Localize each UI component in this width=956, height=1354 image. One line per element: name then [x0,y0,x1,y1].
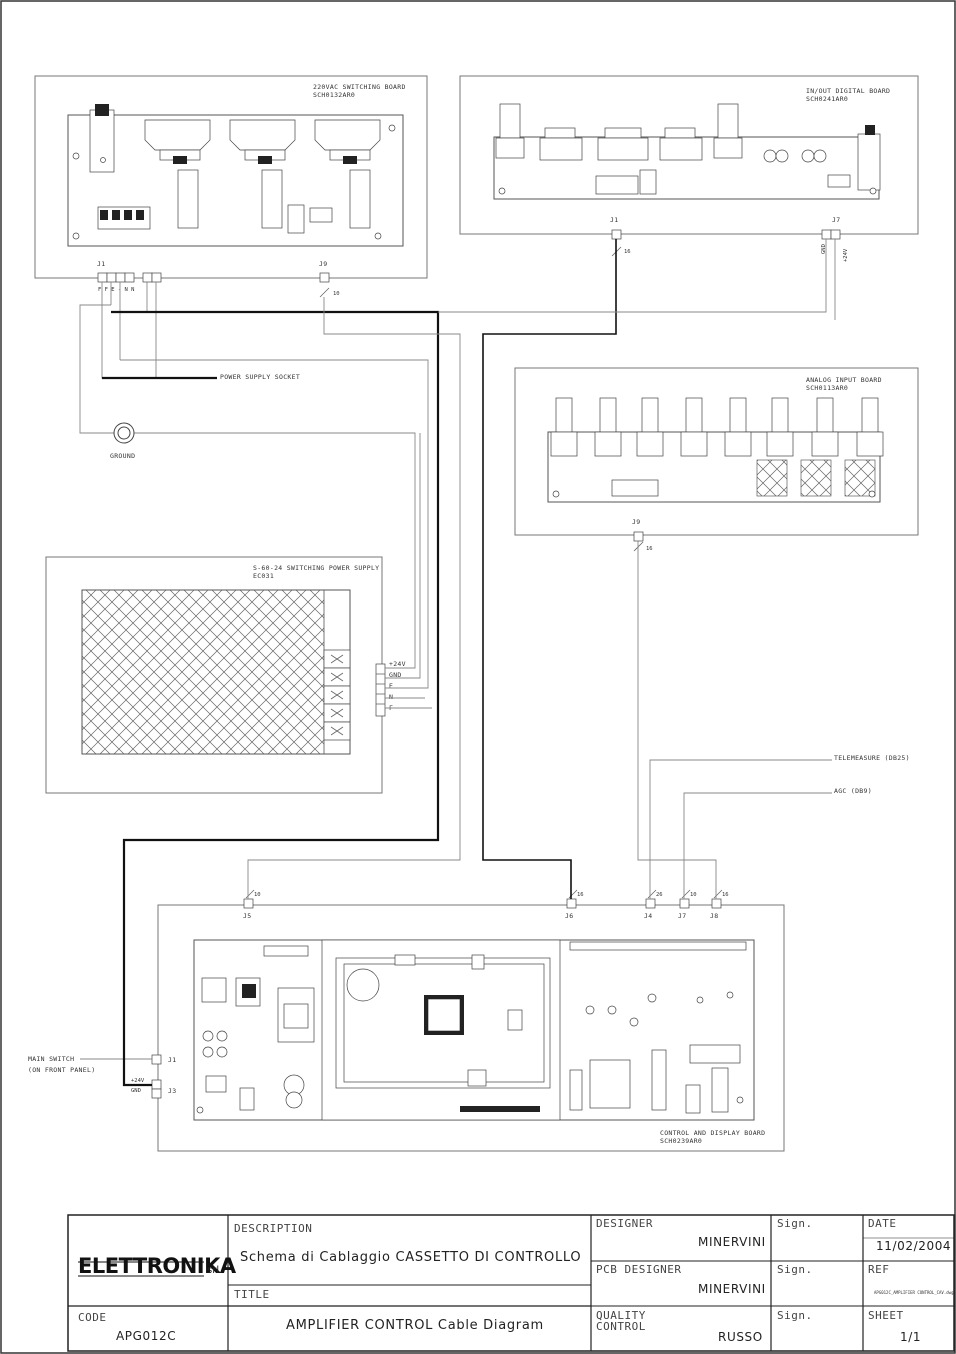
logo-text: ELETTRONIKA [78,1254,237,1278]
ctl-j3-connector-gnd[interactable] [151,1088,162,1099]
analog-board-title: ANALOG INPUT BOARD [806,376,882,384]
ana-j9-label: J9 [632,518,640,526]
ctl-j1-label: J1 [168,1056,176,1064]
ctl-j6-wires: 16 [577,892,584,898]
psu-pin-gnd: GND [389,671,402,679]
ground-label: GROUND [110,452,135,460]
agc-label: AGC (DB9) [834,787,872,795]
power-supply[interactable]: S-60-24 SWITCHING POWER SUPPLY EC031 [45,556,386,794]
designer-value: MINERVINI [698,1235,766,1249]
main-switch-sub-label: (ON FRONT PANEL) [28,1066,95,1074]
psu-pin-n: N [389,693,393,701]
ctl-j4-label: J4 [644,912,652,920]
ctl-j6-connector[interactable] [566,898,577,909]
control-board-title: CONTROL AND DISPLAY BOARD [660,1129,765,1137]
switching-board-title: 220VAC SWITCHING BOARD [313,83,406,91]
control-board[interactable]: CONTROL AND DISPLAY BOARD SCH0239AR0 [157,904,785,1152]
wiring [79,239,836,1087]
sign-label-2: Sign. [777,1263,813,1276]
dig-j1-connector[interactable] [611,229,622,240]
dig-j7-24v: +24V [843,248,849,262]
psu-title: S-60-24 SWITCHING POWER SUPPLY [253,564,379,572]
code-label: CODE [78,1311,107,1324]
ctl-j8-wires: 16 [722,892,729,898]
analog-board-code: SCH0113AR0 [806,384,848,392]
ana-j9-wires: 16 [646,546,653,552]
sheet-label: SHEET [868,1309,904,1322]
sheet-value: 1/1 [900,1330,921,1344]
ground-symbol [113,422,135,444]
sw-j1-label: J1 [97,260,105,268]
switching-board[interactable]: 220VAC SWITCHING BOARD SCH0132AR0 [34,75,428,279]
ctl-j5-wires: 10 [254,892,261,898]
ctl-j3-label: J3 [168,1087,176,1095]
dig-j7-connector-24v[interactable] [830,229,841,240]
digital-board-title: IN/OUT DIGITAL BOARD [806,87,890,95]
sw-j9-connector[interactable] [319,272,330,283]
psu-pin-24v: +24V [389,660,406,668]
dig-j1-label: J1 [610,216,618,224]
ctl-j8-label: J8 [710,912,718,920]
description-label: DESCRIPTION [234,1222,312,1235]
ctl-j3-connector-24v[interactable] [151,1079,162,1090]
sw-j1-pins: F F E - N N [98,287,134,293]
psu-code: EC031 [253,572,274,580]
ctl-j8-connector[interactable] [711,898,722,909]
sw-j9-label: J9 [319,260,327,268]
psu-pin-e: E [389,682,393,690]
quality-value: RUSSO [718,1330,763,1344]
designer-label: DESIGNER [596,1217,653,1230]
ctl-j3-24v: +24V [131,1078,145,1084]
ctl-j1-connector[interactable] [151,1054,162,1065]
quality-label: QUALITY [596,1309,646,1322]
sw-j9-wires: 10 [333,291,340,297]
analog-board[interactable]: ANALOG INPUT BOARD SCH0113AR0 [514,367,919,536]
dig-j1-wires: 16 [624,249,631,255]
digital-board[interactable]: IN/OUT DIGITAL BOARD SCH0241AR0 [459,75,919,235]
date-label: DATE [868,1217,897,1230]
ctl-j7-label: J7 [678,912,686,920]
ctl-j4-wires: 26 [656,892,663,898]
sw-j1-connector[interactable] [97,272,162,283]
title-block [67,1214,955,1352]
ctl-j5-label: J5 [243,912,251,920]
ctl-j4-connector[interactable] [645,898,656,909]
ctl-j7-connector[interactable] [679,898,690,909]
pcb-designer-value: MINERVINI [698,1282,766,1296]
telemeasure-label: TELEMEASURE (DB25) [834,754,910,762]
date-value: 11/02/2004 [876,1239,951,1253]
ref-label: REF [868,1263,889,1276]
dig-j7-gnd: GND [821,244,827,254]
sign-label-3: Sign. [777,1309,813,1322]
company-logo: ELETTRONIKA srl [78,1254,237,1278]
quality-label-2: CONTROL [596,1320,646,1333]
main-switch-label: MAIN SWITCH [28,1055,74,1063]
title-value: AMPLIFIER CONTROL Cable Diagram [286,1318,544,1333]
power-socket-label: POWER SUPPLY SOCKET [220,373,300,381]
ana-j9-connector[interactable] [633,531,644,542]
ctl-j6-label: J6 [565,912,573,920]
logo-suffix: srl [207,1265,219,1276]
ctl-j5-connector[interactable] [243,898,254,909]
ctl-j3-gnd: GND [131,1088,141,1094]
dig-j7-connector-gnd[interactable] [821,229,832,240]
ctl-j7-wires: 10 [690,892,697,898]
digital-board-code: SCH0241AR0 [806,95,848,103]
control-board-code: SCH0239AR0 [660,1137,702,1145]
dig-j7-label: J7 [832,216,840,224]
ref-value: APG012C_AMPLIFIER CONTROL_CAV.dwg [874,1290,954,1295]
description-value: Schema di Cablaggio CASSETTO DI CONTROLL… [240,1250,581,1265]
title-label: TITLE [234,1288,270,1301]
switching-board-code: SCH0132AR0 [313,91,355,99]
code-value: APG012C [116,1329,176,1343]
sign-label-1: Sign. [777,1217,813,1230]
pcb-designer-label: PCB DESIGNER [596,1263,681,1276]
